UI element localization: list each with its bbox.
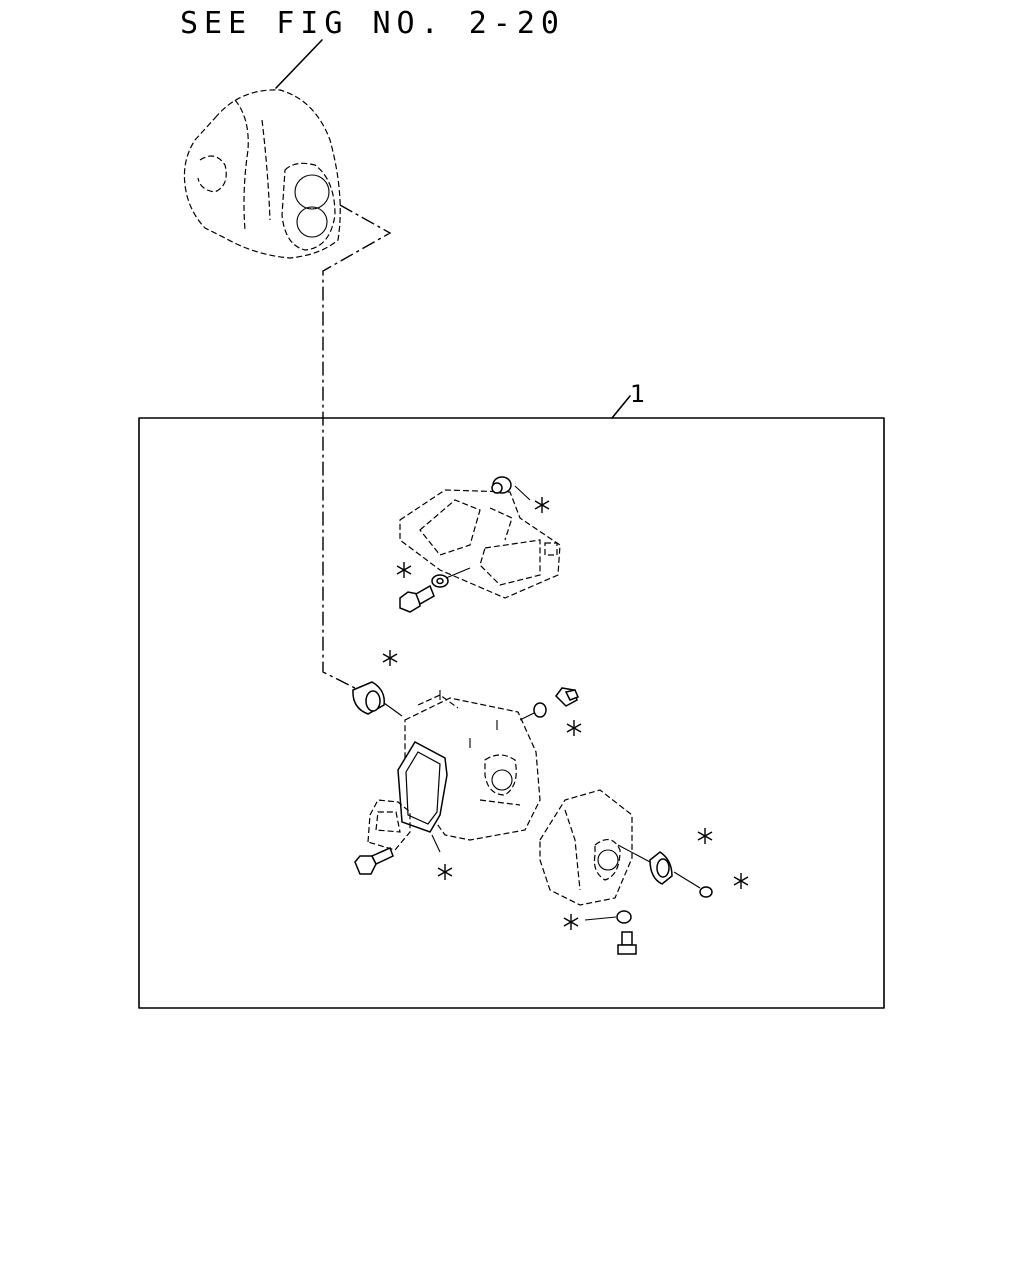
shift-cover-assembly (399, 489, 561, 599)
bolt-lower-left (354, 846, 394, 875)
extension-housing (539, 789, 633, 906)
side-cover-gasket (397, 741, 448, 833)
rear-oil-seal (649, 851, 673, 885)
top-plug-leader (514, 485, 531, 501)
kit-part-marker-front-seal (382, 650, 398, 666)
o-ring-leader (673, 871, 701, 889)
bolt-lower (617, 931, 637, 955)
kit-part-marker-washer-upper (396, 562, 412, 578)
kit-part-marker-washer-side (566, 720, 582, 736)
side-washer-leader (519, 712, 535, 721)
kit-boundary-box (138, 417, 885, 1009)
bolt-side (555, 687, 579, 707)
transmission-housing (183, 89, 341, 259)
kit-callout-leader (611, 395, 631, 419)
washer-lower (616, 910, 632, 924)
kit-part-marker-gasket (437, 864, 453, 880)
kit-part-marker-o-ring (733, 873, 749, 889)
front-oil-seal (352, 681, 385, 715)
kit-part-marker-washer-lower (563, 914, 579, 930)
o-ring (699, 886, 713, 898)
gasket-leader (431, 834, 441, 853)
assembly-centerline (322, 204, 392, 689)
reference-leader (275, 39, 323, 89)
washer-side (533, 702, 547, 718)
top-plug (491, 476, 512, 494)
washer-leader (445, 567, 471, 579)
side-cover-plate (367, 799, 411, 851)
front-seal-leader (383, 702, 403, 717)
kit-part-marker-rear-seal (697, 828, 713, 844)
rear-seal-leader (617, 844, 651, 863)
bolt-upper (399, 584, 435, 613)
kit-part-marker-top-plug (534, 497, 550, 513)
reference-label: SEE FIG NO. 2-20 (180, 6, 565, 41)
kit-callout-number: 1 (630, 380, 645, 408)
lower-washer-leader (584, 916, 617, 921)
